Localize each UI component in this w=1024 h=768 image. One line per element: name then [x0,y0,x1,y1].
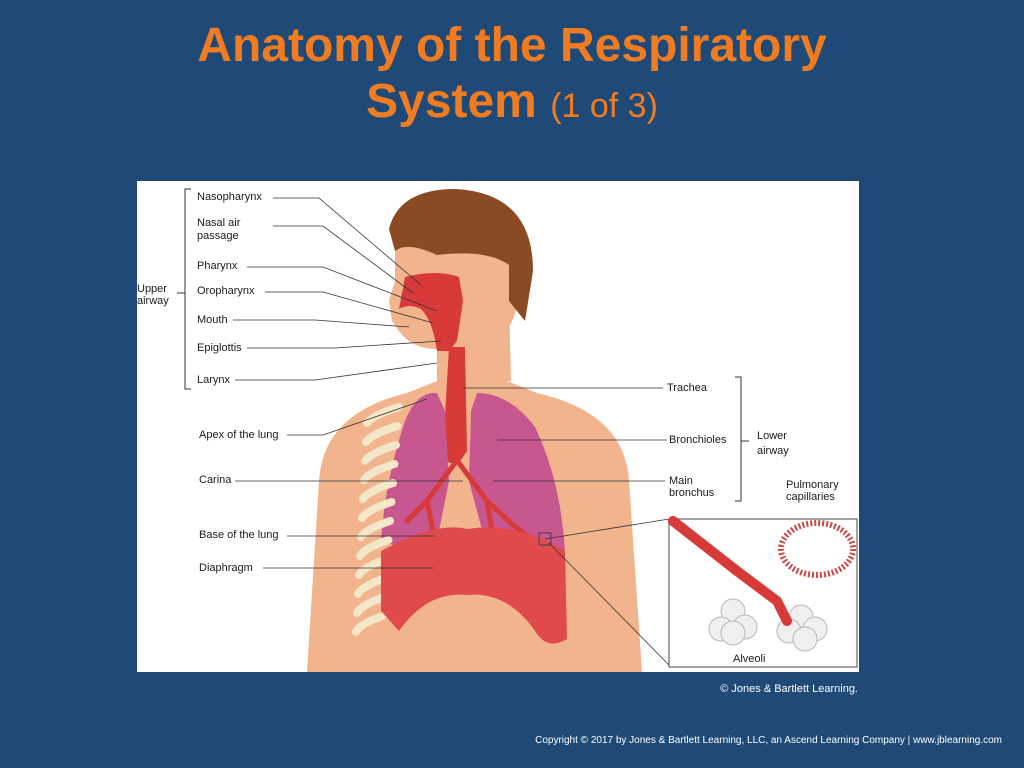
upper-airway-passage [399,273,463,351]
rib-cage [352,403,403,636]
alveolus [720,620,746,646]
rib [363,403,403,427]
rib [361,441,400,465]
title-line-1: Anatomy of the Respiratory [197,19,827,72]
lung-zoom-marker [538,532,552,546]
label-pulmonary-capillaries-2: capillaries [786,491,835,503]
label-lower-airway-1: Lower [757,430,787,442]
label-nasal-air-passage-2: passage [197,230,239,242]
label-bronchioles: Bronchioles [669,434,727,446]
rib [359,479,397,503]
label-larynx: Larynx [197,374,231,386]
torso-skin [307,351,642,672]
label-mouth: Mouth [197,314,228,326]
image-credit: © Jones & Bartlett Learning. [720,683,858,695]
rib [356,536,393,560]
lower-airway-bracket [735,376,749,502]
left-lung [381,392,449,545]
diaphragm-muscle [381,527,567,644]
label-upper-airway-2: airway [137,295,169,307]
label-main-bronchus-2: bronchus [669,487,715,499]
rib [352,612,387,636]
label-pharynx: Pharynx [197,260,238,272]
alveoli-clusters [708,598,828,652]
label-upper-airway-1: Upper [137,283,167,295]
bronchiole-inset [668,516,792,626]
rib [362,422,402,446]
title-line-2: System (1 of 3) [0,74,1024,134]
alveolus [792,626,818,652]
anatomy-illustration [177,188,858,672]
copyright-footer: Copyright © 2017 by Jones & Bartlett Lea… [535,735,1002,746]
ear [469,271,489,311]
label-apex-of-lung: Apex of the lung [199,429,279,441]
label-epiglottis: Epiglottis [197,342,242,354]
slide-title: Anatomy of the Respiratory System (1 of … [0,18,1024,134]
label-nasopharynx: Nasopharynx [197,191,262,203]
label-main-bronchus-1: Main [669,475,693,487]
rib [360,460,399,484]
title-system-word: System [366,75,537,128]
label-diaphragm: Diaphragm [199,562,253,574]
hair [389,189,533,321]
label-lower-airway-2: airway [757,445,789,457]
label-nasal-air-passage-1: Nasal air [197,217,241,229]
label-alveoli: Alveoli [733,653,766,665]
label-carina: Carina [199,474,232,486]
label-trachea: Trachea [667,382,707,394]
right-lung [469,393,565,556]
rib [358,498,396,522]
label-pulmonary-capillaries-1: Pulmonary [786,479,839,491]
capillary-network [778,520,856,578]
trachea-tube [443,347,467,463]
label-oropharynx: Oropharynx [197,285,255,297]
bronchial-tree [404,460,536,544]
anatomy-diagram-panel: Nasopharynx Nasal air passage Pharynx Or… [137,181,859,672]
label-base-of-lung: Base of the lung [199,529,279,541]
title-suffix: (1 of 3) [550,87,658,125]
leader-lines [233,197,670,666]
upper-airway-bracket [177,188,191,390]
rib [353,593,388,617]
